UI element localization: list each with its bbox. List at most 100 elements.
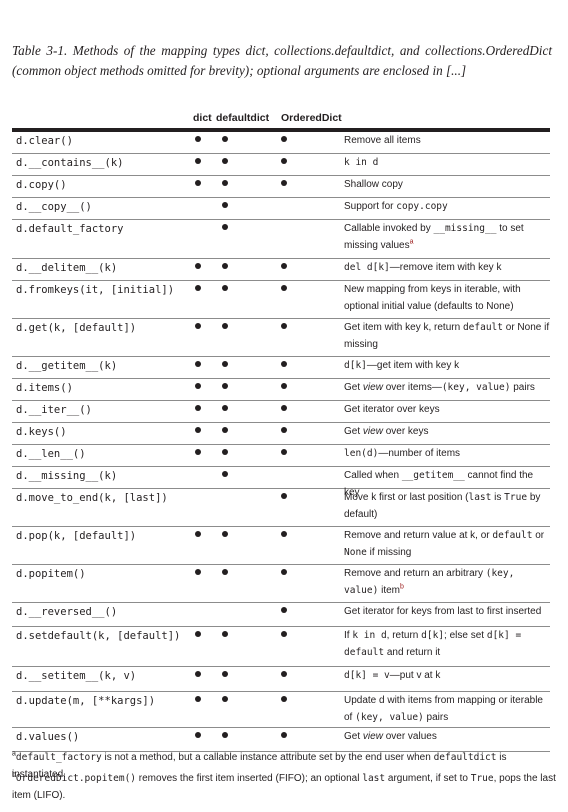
method-name: d.clear() <box>16 135 73 147</box>
text-span: —number of items <box>378 448 461 459</box>
code-span: (key, value) <box>355 712 424 723</box>
code-span: default <box>492 530 533 541</box>
method-name: d.get(k, [default]) <box>16 322 137 334</box>
defaultdict-support-dot <box>222 383 228 389</box>
code-span: copy.copy <box>396 201 448 212</box>
method-description: Get view over values <box>344 728 550 745</box>
dict-support-dot <box>195 405 201 411</box>
text-span: Callable invoked by <box>344 223 434 234</box>
dict-support-dot <box>195 427 201 433</box>
dict-support-dot <box>195 136 201 142</box>
defaultdict-support-dot <box>222 285 228 291</box>
text-span: and return it <box>384 647 441 658</box>
defaultdict-support-dot <box>222 732 228 738</box>
code-span: del d[k] <box>344 262 390 273</box>
ordereddict-support-dot <box>281 361 287 367</box>
table-row: d.update(m, [**kargs])Update d with item… <box>12 691 550 728</box>
table-row: d.copy()Shallow copy <box>12 175 550 198</box>
footnote-b: bOrderedDict.popitem() removes the first… <box>12 770 557 804</box>
method-description: Called when __getitem__ cannot find the … <box>344 467 550 501</box>
text-span: or <box>532 530 545 541</box>
code-span: default <box>462 322 503 333</box>
text-span: —put v at k <box>389 670 441 681</box>
ordereddict-support-dot <box>281 449 287 455</box>
dict-support-dot <box>195 323 201 329</box>
method-name: d.__copy__() <box>16 201 92 213</box>
method-description: del d[k]—remove item with key k <box>344 259 550 276</box>
column-header-defaultdict: defaultdict <box>216 112 270 124</box>
method-name: d.keys() <box>16 426 67 438</box>
code-span: default_factory <box>15 752 102 763</box>
defaultdict-support-dot <box>222 671 228 677</box>
code-span: d[k] = v <box>344 670 390 681</box>
footnote-ref[interactable]: a <box>409 238 414 246</box>
method-description: d[k]—get item with key k <box>344 357 550 374</box>
defaultdict-support-dot <box>222 361 228 367</box>
table-row: d.__len__() len(d)—number of items <box>12 444 550 467</box>
method-name: d.setdefault(k, [default]) <box>16 630 181 642</box>
ordereddict-support-dot <box>281 696 287 702</box>
text-span: Get iterator over keys <box>344 404 440 415</box>
column-headers: dict defaultdict OrderedDict <box>12 110 552 128</box>
text-span: is instantiated. <box>12 752 507 780</box>
text-span: cannot find the key <box>344 470 534 498</box>
defaultdict-support-dot <box>222 224 228 230</box>
dict-support-dot <box>195 732 201 738</box>
method-description: Callable invoked by __missing__ to set m… <box>344 220 550 254</box>
dict-support-dot <box>195 158 201 164</box>
dict-support-dot <box>195 531 201 537</box>
text-span: removes the first item inserted (FIFO); … <box>136 773 363 784</box>
text-span: argument, if set to <box>385 773 471 784</box>
text-span: Get <box>344 426 363 437</box>
method-description: Update d with items from mapping or iter… <box>344 692 550 726</box>
defaultdict-support-dot <box>222 158 228 164</box>
method-description: Move k first or last position (last is T… <box>344 489 550 523</box>
code-span: __getitem__ <box>401 470 465 481</box>
method-description: len(d)—number of items <box>344 445 550 462</box>
text-span: view <box>362 731 383 742</box>
method-name: d.__reversed__() <box>16 606 118 618</box>
dict-support-dot <box>195 449 201 455</box>
table-row: d.__iter__()Get iterator over keys <box>12 400 550 423</box>
table-row: d.setdefault(k, [default])If k in d, ret… <box>12 626 550 667</box>
dict-support-dot <box>195 671 201 677</box>
text-span: Shallow copy <box>344 179 403 190</box>
ordereddict-support-dot <box>281 383 287 389</box>
ordereddict-support-dot <box>281 631 287 637</box>
method-description: Shallow copy <box>344 176 550 193</box>
method-name: d.__len__() <box>16 448 86 460</box>
defaultdict-support-dot <box>222 263 228 269</box>
method-description: Remove and return an arbitrary (key, val… <box>344 565 550 599</box>
text-span: Update d with items from mapping or iter… <box>344 695 543 723</box>
table-caption: Table 3-1. Methods of the mapping types … <box>12 43 552 78</box>
dict-support-dot <box>195 631 201 637</box>
method-description: Remove and return value at k, or default… <box>344 527 550 561</box>
ordereddict-support-dot <box>281 158 287 164</box>
table-row: d.__setitem__(k, v)d[k] = v—put v at k <box>12 666 550 692</box>
code-span: None <box>344 547 367 558</box>
method-name: d.default_factory <box>16 223 124 235</box>
table-row: d.move_to_end(k, [last])Move k first or … <box>12 488 550 527</box>
text-span: Remove all items <box>344 135 421 146</box>
method-name: d.fromkeys(it, [initial]) <box>16 284 175 296</box>
method-description: Get view over items—(key, value) pairs <box>344 379 550 396</box>
footnote-a: adefault_factory is not a method, but a … <box>12 749 557 783</box>
text-span: over values <box>382 731 437 742</box>
code-span: (key, value) <box>344 568 515 596</box>
method-description: Get view over keys <box>344 423 550 440</box>
table-row: d.__copy__()Support for copy.copy <box>12 197 550 220</box>
text-span: view <box>362 426 383 437</box>
footnote-ref[interactable]: b <box>400 583 404 591</box>
dict-support-dot <box>195 285 201 291</box>
text-span: pairs <box>423 712 449 723</box>
text-span: Move k first or last position ( <box>344 492 469 503</box>
column-header-dict: dict <box>193 112 212 124</box>
dict-support-dot <box>195 361 201 367</box>
text-span: Get <box>344 382 363 393</box>
footnote-mark: b <box>12 771 16 779</box>
code-span: True <box>504 492 528 503</box>
defaultdict-support-dot <box>222 323 228 329</box>
code-span: d[k] <box>344 360 367 371</box>
text-span: is <box>491 492 505 503</box>
method-description: Get item with key k, return default or N… <box>344 319 550 353</box>
